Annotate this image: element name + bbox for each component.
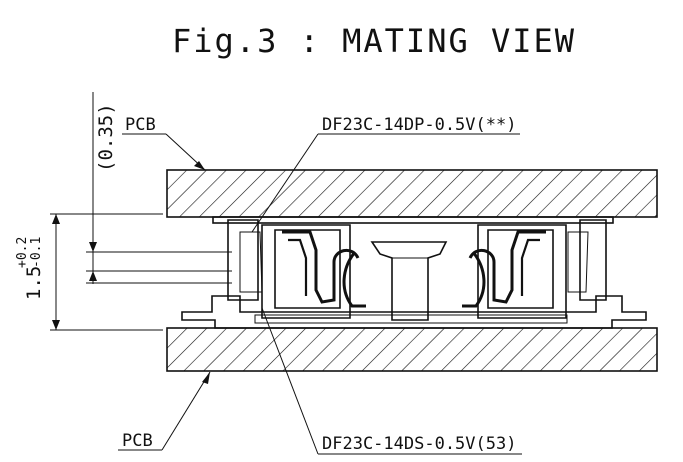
height-dimension-label: 1.5 [23,266,45,300]
pcb-top-label: PCB [125,115,156,135]
figure-title: Fig.3 : MATING VIEW [172,22,576,60]
header-housing [212,216,614,301]
receptacle-body [181,295,647,329]
gap-dimension-label: (0.35) [95,103,117,172]
height-tolerance-plus: +0.2 [15,237,30,268]
center-post [370,241,448,321]
pcb-top-board [166,169,658,218]
left-contact-cavity [239,224,366,319]
right-contact-cavity [462,224,589,319]
receptacle-part-label: DF23C-14DS-0.5V(53) [322,434,516,454]
header-part-label: DF23C-14DP-0.5V(**) [322,115,516,135]
height-tolerance-minus: -0.1 [29,237,44,268]
pcb-bottom-label: PCB [122,431,153,451]
pcb-bottom-board [166,327,658,372]
dimension-lines [50,92,232,331]
